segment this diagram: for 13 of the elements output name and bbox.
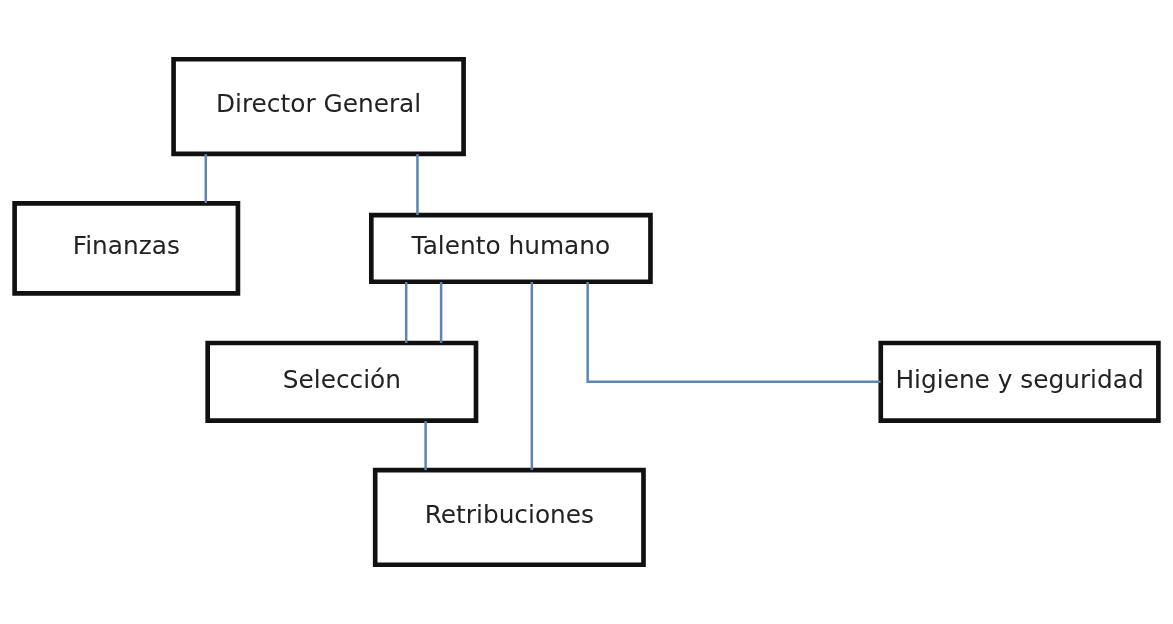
node-box: Finanzas xyxy=(12,201,241,296)
connector xyxy=(204,154,207,204)
node-box: Director General xyxy=(171,56,466,157)
connector xyxy=(424,421,427,471)
node-box: Talento humano xyxy=(369,212,653,285)
connector xyxy=(530,281,534,470)
connector xyxy=(404,282,408,343)
node-box: Higiene y seguridad xyxy=(878,340,1161,423)
connector xyxy=(439,282,443,343)
connector xyxy=(416,154,419,215)
node-box: Selección xyxy=(205,340,479,423)
node-box: Retribuciones xyxy=(372,467,646,568)
connector xyxy=(586,282,881,384)
